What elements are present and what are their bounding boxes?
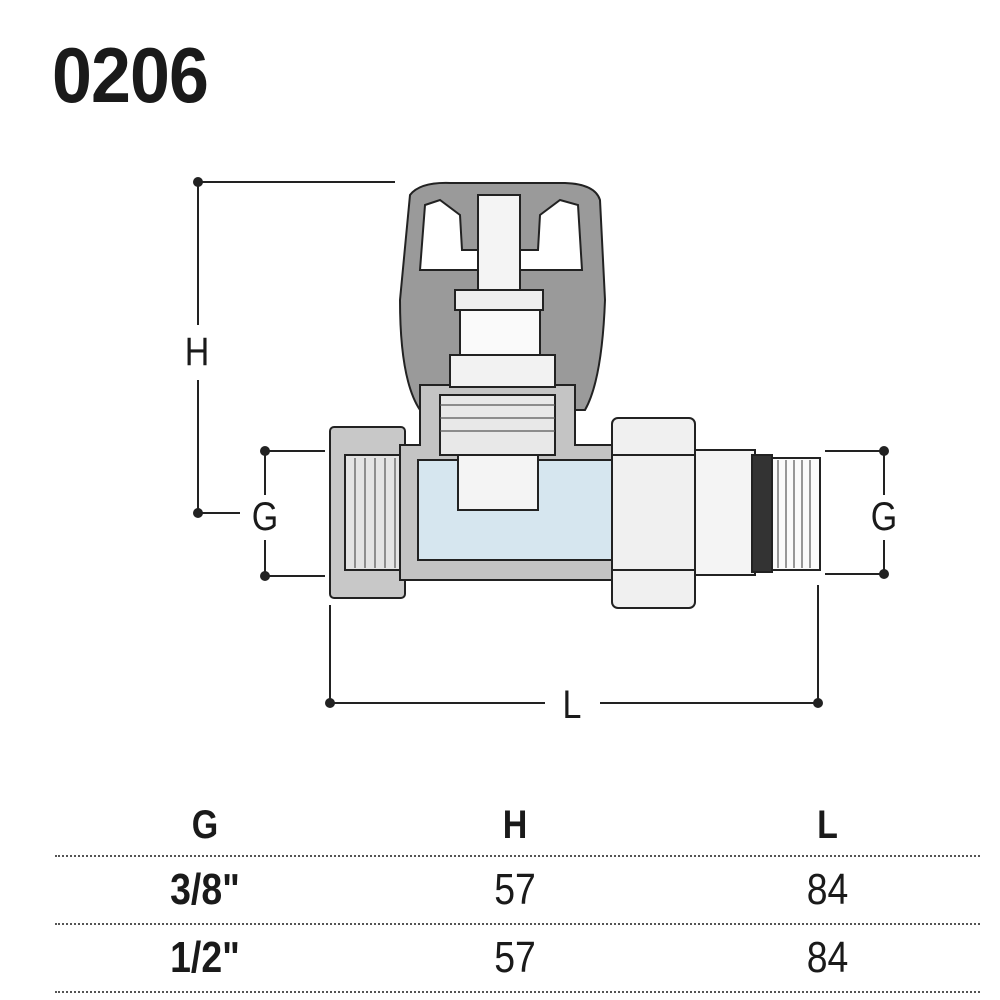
valve-diagram — [193, 177, 889, 708]
cell-g: 3/8" — [170, 865, 240, 914]
dimension-label-l: L — [562, 683, 582, 727]
cell-l: 84 — [806, 933, 849, 982]
cell-h: 57 — [494, 933, 536, 982]
cell-l: 84 — [806, 865, 849, 914]
table-row: 1/2" 57 84 — [55, 925, 980, 993]
table-row: 3/8" 57 84 — [55, 857, 980, 925]
product-code-title: 0206 — [52, 31, 209, 119]
cell-h: 57 — [494, 865, 536, 914]
dimensions-table: G H L 3/8" 57 84 1/2" 57 84 — [55, 795, 980, 993]
dimension-label-g-left: G — [251, 495, 279, 539]
header-h: H — [502, 802, 528, 847]
header-g: G — [191, 802, 219, 847]
dimension-label-h: H — [184, 330, 210, 374]
dimension-label-g-right: G — [870, 495, 898, 539]
dimension-lines — [197, 181, 885, 704]
cell-g: 1/2" — [170, 933, 240, 982]
header-l: L — [817, 802, 838, 847]
valve-body — [329, 181, 821, 609]
table-header-row: G H L — [55, 795, 980, 857]
